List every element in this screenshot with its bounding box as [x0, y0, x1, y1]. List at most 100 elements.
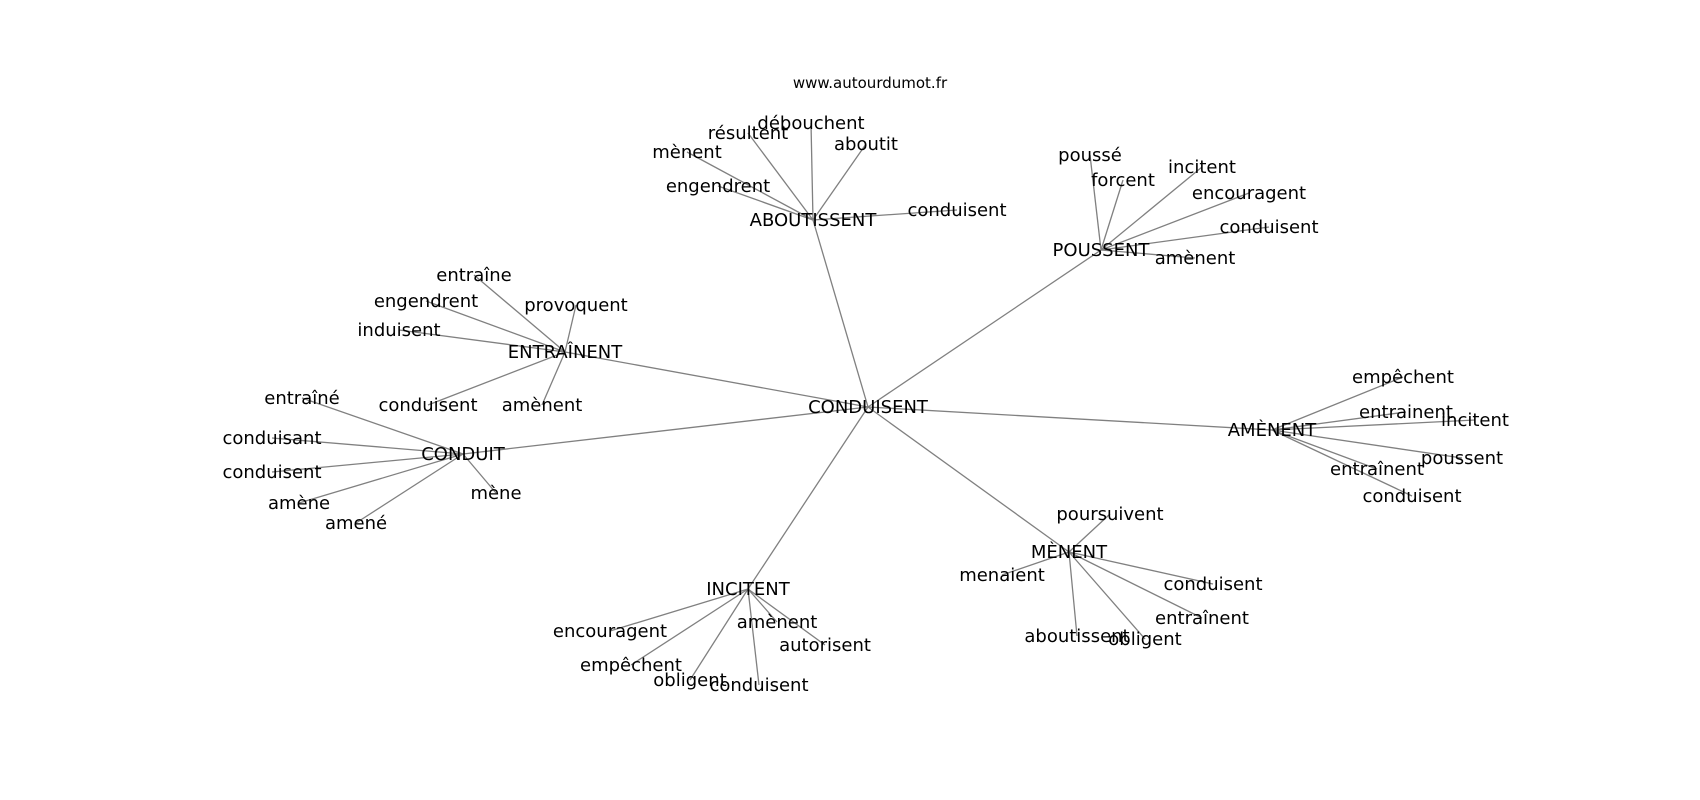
leaf-word[interactable]: induisent	[357, 320, 440, 341]
edge-hub-leaf	[398, 329, 566, 353]
leaf-word[interactable]: conduisent	[1219, 217, 1318, 238]
edge-hub-leaf	[541, 351, 566, 406]
leaf-word[interactable]: entraîne	[436, 265, 511, 286]
hub-word[interactable]: ENTRAÎNENT	[508, 341, 624, 363]
leaf-word[interactable]: mènent	[652, 142, 722, 163]
edge-center-hub	[867, 406, 1273, 431]
edge-center-hub	[867, 249, 1102, 408]
edge-hub-leaf	[1271, 419, 1476, 431]
leaf-word[interactable]: entraîné	[264, 388, 339, 409]
leaf-word[interactable]: empêchent	[580, 655, 682, 676]
leaf-word[interactable]: amènent	[737, 612, 818, 633]
edge-hub-leaf	[425, 300, 566, 353]
hub-word[interactable]: ABOUTISSENT	[750, 210, 878, 231]
edge-hub-leaf	[1100, 192, 1250, 251]
edge-hub-leaf	[1001, 551, 1070, 576]
hub-word[interactable]: MÈNENT	[1031, 541, 1108, 563]
leaf-word[interactable]: aboutissent	[1024, 626, 1129, 647]
leaf-word[interactable]: engendrent	[666, 176, 770, 197]
leaf-word[interactable]: conduisent	[222, 462, 321, 483]
hub-word[interactable]: CONDUIT	[421, 444, 506, 465]
edge-hub-leaf	[609, 588, 749, 632]
edge-hub-leaf	[462, 453, 497, 494]
edge-center-hub	[747, 406, 869, 590]
graph-edges	[271, 122, 1476, 686]
edge-hub-leaf	[1271, 376, 1404, 431]
edge-hub-leaf	[747, 588, 760, 686]
leaf-word[interactable]: entraînent	[1155, 608, 1249, 629]
edge-hub-leaf	[271, 453, 464, 473]
leaf-word[interactable]: engendrent	[374, 291, 478, 312]
leaf-word[interactable]: poussent	[1421, 448, 1503, 469]
edge-center-hub	[867, 406, 1070, 553]
edge-hub-leaf	[1271, 429, 1413, 497]
leaf-word[interactable]: entraînent	[1330, 459, 1424, 480]
leaf-word[interactable]: poursuivent	[1056, 504, 1163, 525]
leaf-word[interactable]: conduisent	[709, 675, 808, 696]
edge-hub-leaf	[1271, 429, 1378, 470]
edge-hub-leaf	[747, 588, 778, 623]
leaf-word[interactable]: conduisent	[378, 395, 477, 416]
edge-hub-leaf	[747, 588, 826, 646]
hub-word[interactable]: POUSSENT	[1053, 240, 1151, 261]
leaf-word[interactable]: provoquent	[524, 295, 627, 316]
leaf-word[interactable]: entrainent	[1359, 402, 1453, 423]
leaf-word[interactable]: obligent	[653, 670, 726, 691]
edge-hub-leaf	[810, 122, 814, 221]
leaf-word[interactable]: autorisent	[779, 635, 871, 656]
hub-word[interactable]: AMÈNENT	[1228, 419, 1318, 441]
edge-hub-leaf	[564, 304, 577, 353]
edge-hub-leaf	[686, 151, 814, 221]
edge-hub-leaf	[717, 185, 814, 221]
edge-hub-leaf	[1068, 551, 1214, 585]
edge-hub-leaf	[473, 274, 566, 353]
edge-hub-leaf	[301, 397, 464, 455]
edge-hub-leaf	[1271, 411, 1407, 431]
edge-hub-leaf	[630, 588, 749, 666]
hub-word[interactable]: INCITENT	[706, 579, 790, 600]
leaf-word[interactable]: encouragent	[553, 621, 667, 642]
edge-hub-leaf	[1068, 513, 1111, 553]
leaf-word[interactable]: résultent	[708, 123, 788, 144]
leaf-word[interactable]: conduisent	[907, 200, 1006, 221]
edge-center-hub	[462, 406, 869, 455]
leaf-word[interactable]: conduisent	[1163, 574, 1262, 595]
watermark: www.autourdumot.fr	[793, 74, 948, 92]
center-word[interactable]: CONDUISENT	[808, 397, 929, 418]
edge-hub-leaf	[1089, 154, 1102, 251]
leaf-word[interactable]: forcent	[1091, 170, 1155, 191]
leaf-word[interactable]: amène	[268, 493, 330, 514]
edge-hub-leaf	[1100, 249, 1196, 259]
leaf-word[interactable]: conduisant	[222, 428, 321, 449]
leaf-word[interactable]: encouragent	[1192, 183, 1306, 204]
edge-hub-leaf	[747, 132, 814, 221]
edge-center-hub	[564, 351, 869, 408]
leaf-word[interactable]: amené	[325, 513, 387, 534]
edge-hub-leaf	[812, 209, 958, 221]
leaf-word[interactable]: amènent	[1155, 248, 1236, 269]
edge-hub-leaf	[812, 143, 867, 221]
leaf-word[interactable]: aboutit	[834, 134, 898, 155]
leaf-word[interactable]: obligent	[1108, 629, 1181, 650]
leaf-word[interactable]: conduisent	[1362, 486, 1461, 507]
edge-hub-leaf	[1068, 551, 1146, 640]
leaf-word[interactable]: incitent	[1168, 157, 1236, 178]
leaf-word[interactable]: amènent	[502, 395, 583, 416]
leaf-word[interactable]: mène	[470, 483, 521, 504]
leaf-word[interactable]: incitent	[1441, 410, 1509, 431]
leaf-word[interactable]: menaient	[959, 565, 1045, 586]
edge-center-hub	[812, 219, 869, 408]
edge-hub-leaf	[298, 453, 464, 504]
edge-hub-leaf	[1100, 166, 1203, 251]
edge-hub-leaf	[1100, 179, 1124, 251]
edge-hub-leaf	[1068, 551, 1078, 637]
edge-hub-leaf	[689, 588, 749, 681]
leaf-word[interactable]: débouchent	[757, 113, 864, 134]
edge-hub-leaf	[1271, 429, 1463, 459]
leaf-word[interactable]: poussé	[1058, 145, 1122, 166]
edge-hub-leaf	[1068, 551, 1203, 619]
edge-hub-leaf	[355, 453, 464, 524]
leaf-word[interactable]: empêchent	[1352, 367, 1454, 388]
edge-hub-leaf	[271, 437, 464, 455]
